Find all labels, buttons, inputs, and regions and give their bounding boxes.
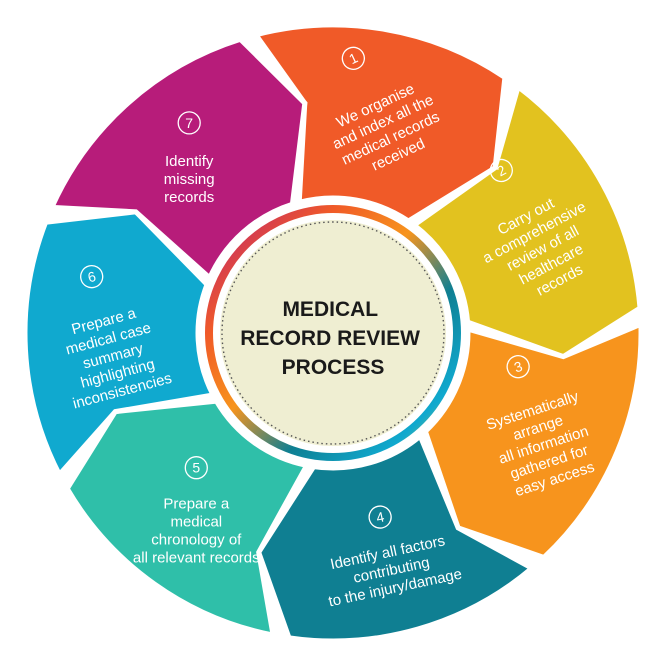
step-4-segment <box>255 431 537 644</box>
step-5-number: 5 <box>192 460 200 476</box>
center-ring <box>205 205 461 461</box>
step-6-number-circle <box>80 264 104 289</box>
step-1-number-circle <box>341 46 365 70</box>
center-title-line-3: PROCESS <box>282 356 385 379</box>
step-7-segment <box>48 36 308 283</box>
step-segments <box>22 22 644 644</box>
step-6-number: 6 <box>86 268 98 286</box>
step-4-number: 4 <box>375 508 386 525</box>
center-title: MEDICAL RECORD REVIEW PROCESS <box>240 298 426 379</box>
center-title-line-2: RECORD REVIEW <box>240 327 420 350</box>
step-3-number-circle <box>506 355 530 379</box>
step-5-text-line: all relevant records <box>133 550 260 567</box>
step-4-number-circle <box>368 505 392 529</box>
step-7-text-line: missing <box>164 171 215 188</box>
step-5-text-line: Prepare a <box>163 496 230 513</box>
step-7-text-line: records <box>164 189 214 206</box>
center-disc <box>214 214 452 452</box>
step-3-segment <box>422 320 644 561</box>
step-5-segment <box>64 398 311 639</box>
step-6-segment <box>22 209 217 479</box>
step-5-text-line: medical <box>170 514 222 531</box>
step-labels: 1We organiseand index all themedical rec… <box>64 46 597 610</box>
center-title-line-1: MEDICAL <box>282 298 378 321</box>
step-5-text-line: chronology of <box>151 532 242 549</box>
step-7-text-line: Identify <box>165 153 214 170</box>
step-2-number-circle <box>489 158 513 183</box>
step-7-number: 7 <box>185 115 193 131</box>
step-1-segment <box>251 22 508 224</box>
step-5-number-circle <box>184 456 208 480</box>
step-7-number-circle <box>177 111 201 135</box>
center-dotted-border <box>221 221 445 445</box>
step-2-segment <box>409 82 643 360</box>
